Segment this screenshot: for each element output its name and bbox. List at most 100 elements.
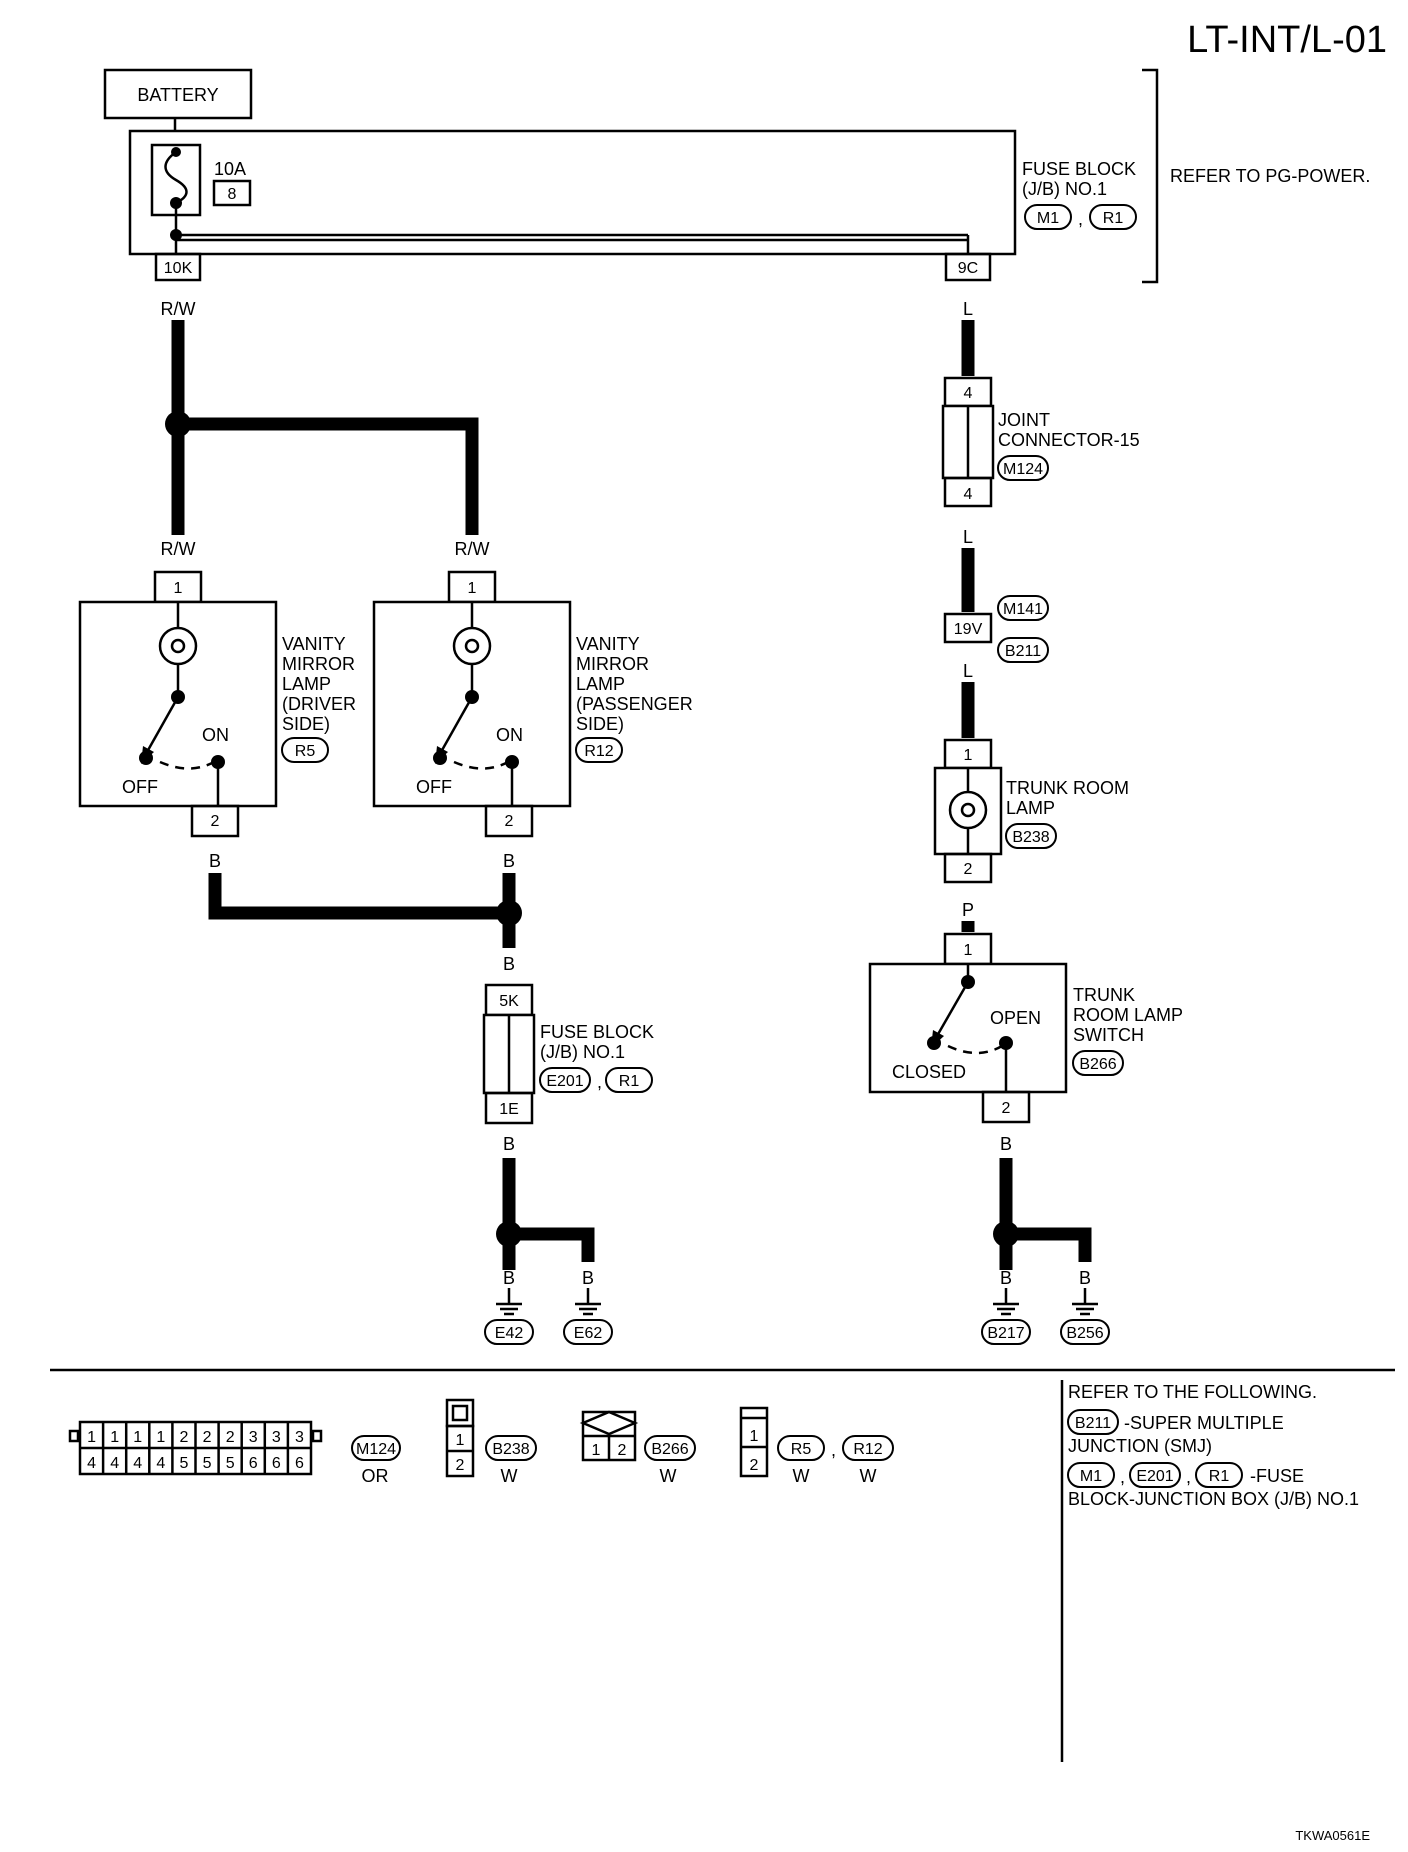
view-conn-m124: M124: [356, 1441, 396, 1458]
trunk-switch-closed: CLOSED: [892, 1062, 966, 1082]
trunk-switch-label-2: ROOM LAMP: [1073, 1005, 1183, 1025]
b266-pin-2: 2: [618, 1442, 627, 1459]
passenger-lamp-label-2: MIRROR: [576, 654, 649, 674]
fuse-number: 8: [228, 186, 237, 203]
joint-conn-m124: M124: [1003, 461, 1043, 478]
notes-smj-text-1: -SUPER MULTIPLE: [1124, 1413, 1284, 1433]
driver-lamp-label-5: SIDE): [282, 714, 330, 734]
passenger-lamp-label-3: LAMP: [576, 674, 625, 694]
m124-pin-top-5: 2: [179, 1429, 188, 1446]
notes-jb-text-2: BLOCK-JUNCTION BOX (J/B) NO.1: [1068, 1489, 1359, 1509]
fuse-rating: 10A: [214, 159, 246, 179]
wire-b-e62: B: [582, 1268, 594, 1288]
pin-9c: 9C: [958, 260, 978, 277]
wire-rw-top: R/W: [161, 299, 196, 319]
ground-b217: B217: [987, 1325, 1024, 1342]
wire-b-center-2: B: [503, 1134, 515, 1154]
pin-1e: 1E: [499, 1101, 519, 1118]
m124-pin-top-10: 3: [295, 1429, 304, 1446]
wire-b-driver: B: [209, 851, 221, 871]
notes-jb-text-1: -FUSE: [1250, 1466, 1304, 1486]
m124-pin-top-3: 1: [133, 1429, 142, 1446]
view-color-r12: W: [860, 1466, 877, 1486]
notes-smj-text-2: JUNCTION (SMJ): [1068, 1436, 1212, 1456]
pin-5k: 5K: [499, 993, 519, 1010]
b238-pin-1: 1: [456, 1432, 465, 1449]
passenger-lamp-label-4: (PASSENGER: [576, 694, 693, 714]
passenger-on: ON: [496, 725, 523, 745]
wire-p: P: [962, 900, 974, 920]
trunk-lamp-label-2: LAMP: [1006, 798, 1055, 818]
b266-pin-1: 1: [592, 1442, 601, 1459]
m124-pin-bottom-10: 6: [295, 1455, 304, 1472]
m124-pin-top-8: 3: [249, 1429, 258, 1446]
joint-pin-4-top: 4: [964, 385, 973, 402]
battery-box: [103, 68, 253, 120]
passenger-lamp-label-1: VANITY: [576, 634, 640, 654]
fuse-block-2-label-2: (J/B) NO.1: [540, 1042, 625, 1062]
m124-pin-top-6: 2: [203, 1429, 212, 1446]
passenger-pin-2: 2: [505, 813, 514, 830]
wire-l-3: L: [963, 661, 973, 681]
comma: ,: [1120, 1467, 1125, 1487]
trunk-lamp-pin-1: 1: [964, 747, 973, 764]
r5r12-pin-2: 2: [750, 1457, 759, 1474]
view-conn-r12: R12: [853, 1441, 882, 1458]
junction-b: [496, 900, 522, 926]
fuse-number-box: [212, 179, 252, 207]
ground-b256: B256: [1066, 1325, 1103, 1342]
view-conn-b238: B238: [492, 1441, 529, 1458]
view-conn-b266: B266: [651, 1441, 688, 1458]
m124-pin-bottom-5: 5: [179, 1455, 188, 1472]
figure-code: TKWA0561E: [1295, 1828, 1370, 1843]
fuse-block-2-label-1: FUSE BLOCK: [540, 1022, 654, 1042]
ground-e42: E42: [495, 1325, 524, 1342]
comma: ,: [597, 1072, 602, 1092]
joint-label-2: CONNECTOR-15: [998, 430, 1140, 450]
battery-label: BATTERY: [137, 85, 218, 105]
notes-jb-conn-e201: E201: [1136, 1468, 1173, 1485]
m124-pin-bottom-6: 5: [203, 1455, 212, 1472]
view-color-b266: W: [660, 1466, 677, 1486]
connector-view-r5-r12: [739, 1406, 769, 1478]
driver-off: OFF: [122, 777, 158, 797]
driver-pin-2: 2: [211, 813, 220, 830]
wire-rw-passenger: R/W: [455, 539, 490, 559]
ground-icon-b256: [1072, 1288, 1098, 1316]
ground-icon-e42: [496, 1288, 522, 1316]
wire-rw-driver: R/W: [161, 539, 196, 559]
m124-pin-bottom-7: 5: [226, 1455, 235, 1472]
fuse-block-label-1: FUSE BLOCK: [1022, 159, 1136, 179]
wire-b-right-1: B: [1000, 1134, 1012, 1154]
fuse-block-2-conn-e201: E201: [546, 1073, 583, 1090]
wire-b-center-1: B: [503, 954, 515, 974]
joint-pin-4-bottom: 4: [964, 486, 973, 503]
driver-pin-1: 1: [174, 580, 183, 597]
comma: ,: [831, 1440, 836, 1460]
driver-lamp-label-1: VANITY: [282, 634, 346, 654]
trunk-switch-open: OPEN: [990, 1008, 1041, 1028]
b238-pin-2: 2: [456, 1457, 465, 1474]
fuse-block-label-2: (J/B) NO.1: [1022, 179, 1107, 199]
fuse-conn-comma: ,: [1078, 209, 1083, 229]
fuse-block-2-conn-r1: R1: [619, 1073, 640, 1090]
driver-lamp-label-2: MIRROR: [282, 654, 355, 674]
joint-label-1: JOINT: [998, 410, 1050, 430]
m124-pin-top-4: 1: [156, 1429, 165, 1446]
ground-icon-b217: [993, 1288, 1019, 1316]
driver-lamp-label-4: (DRIVER: [282, 694, 356, 714]
m124-pin-bottom-4: 4: [156, 1455, 165, 1472]
notes-smj-conn: B211: [1075, 1415, 1111, 1432]
trunk-switch-conn-b266: B266: [1079, 1056, 1116, 1073]
view-color-r5: W: [793, 1466, 810, 1486]
fuse-conn-m1: M1: [1037, 210, 1059, 227]
trunk-switch-pin-2: 2: [1002, 1100, 1011, 1117]
view-color-m124: OR: [362, 1466, 389, 1486]
smj-conn-m141: M141: [1003, 601, 1043, 618]
view-conn-r5: R5: [791, 1441, 812, 1458]
m124-pin-bottom-2: 4: [110, 1455, 119, 1472]
notes-title: REFER TO THE FOLLOWING.: [1068, 1382, 1317, 1402]
pin-10k: 10K: [164, 260, 193, 277]
wire-b-return: [208, 873, 509, 920]
trunk-lamp-conn-b238: B238: [1012, 829, 1049, 846]
